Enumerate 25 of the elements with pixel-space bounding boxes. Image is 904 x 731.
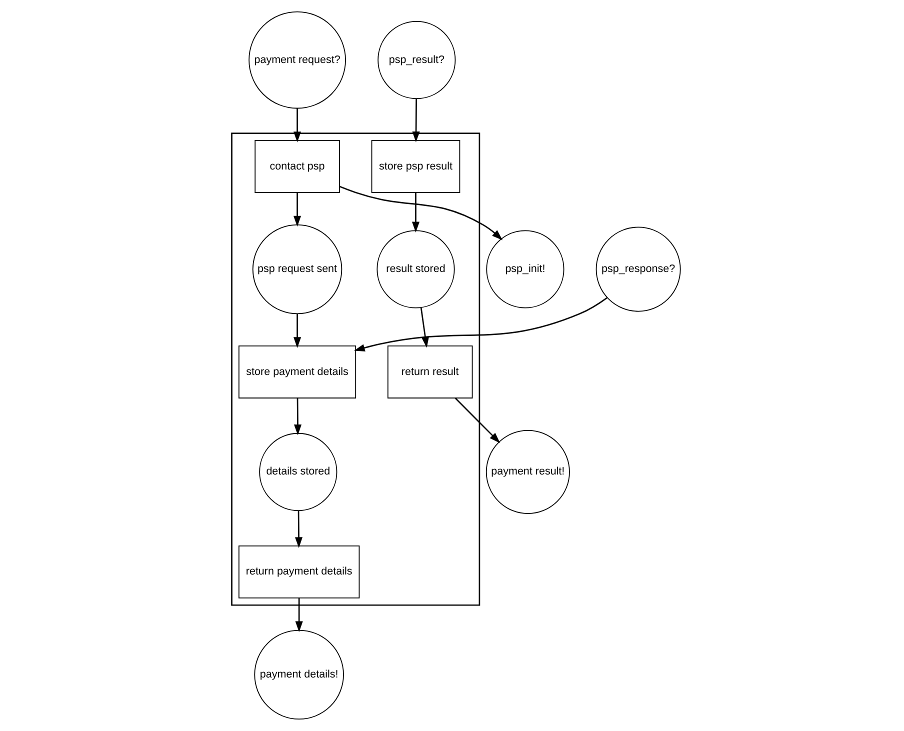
arrow bbox=[411, 192, 420, 232]
node-box: return result bbox=[386, 346, 472, 398]
node-box: contact psp bbox=[254, 140, 340, 193]
arrow bbox=[293, 108, 301, 142]
node-box: return payment details bbox=[238, 545, 360, 598]
arrow bbox=[454, 398, 500, 444]
node-circle: psp_response? bbox=[595, 226, 680, 312]
arrow bbox=[294, 598, 302, 632]
node-circle: psp request sent bbox=[252, 224, 342, 314]
arrow bbox=[420, 308, 428, 348]
node-box: store psp result bbox=[370, 140, 460, 193]
node-box: store payment details bbox=[238, 346, 356, 398]
node-circle: payment result! bbox=[485, 430, 570, 514]
arrow bbox=[412, 98, 420, 142]
node-circle: details stored bbox=[258, 432, 337, 511]
node-circle: payment request? bbox=[248, 11, 346, 109]
arrow bbox=[293, 398, 302, 436]
arrow bbox=[293, 192, 301, 227]
node-circle: payment details! bbox=[254, 630, 344, 720]
arrow bbox=[294, 510, 302, 548]
arrow bbox=[293, 314, 301, 348]
node-circle: psp_result? bbox=[377, 20, 456, 100]
arrow bbox=[354, 297, 607, 352]
arrow bbox=[338, 186, 502, 240]
node-circle: result stored bbox=[376, 230, 454, 308]
